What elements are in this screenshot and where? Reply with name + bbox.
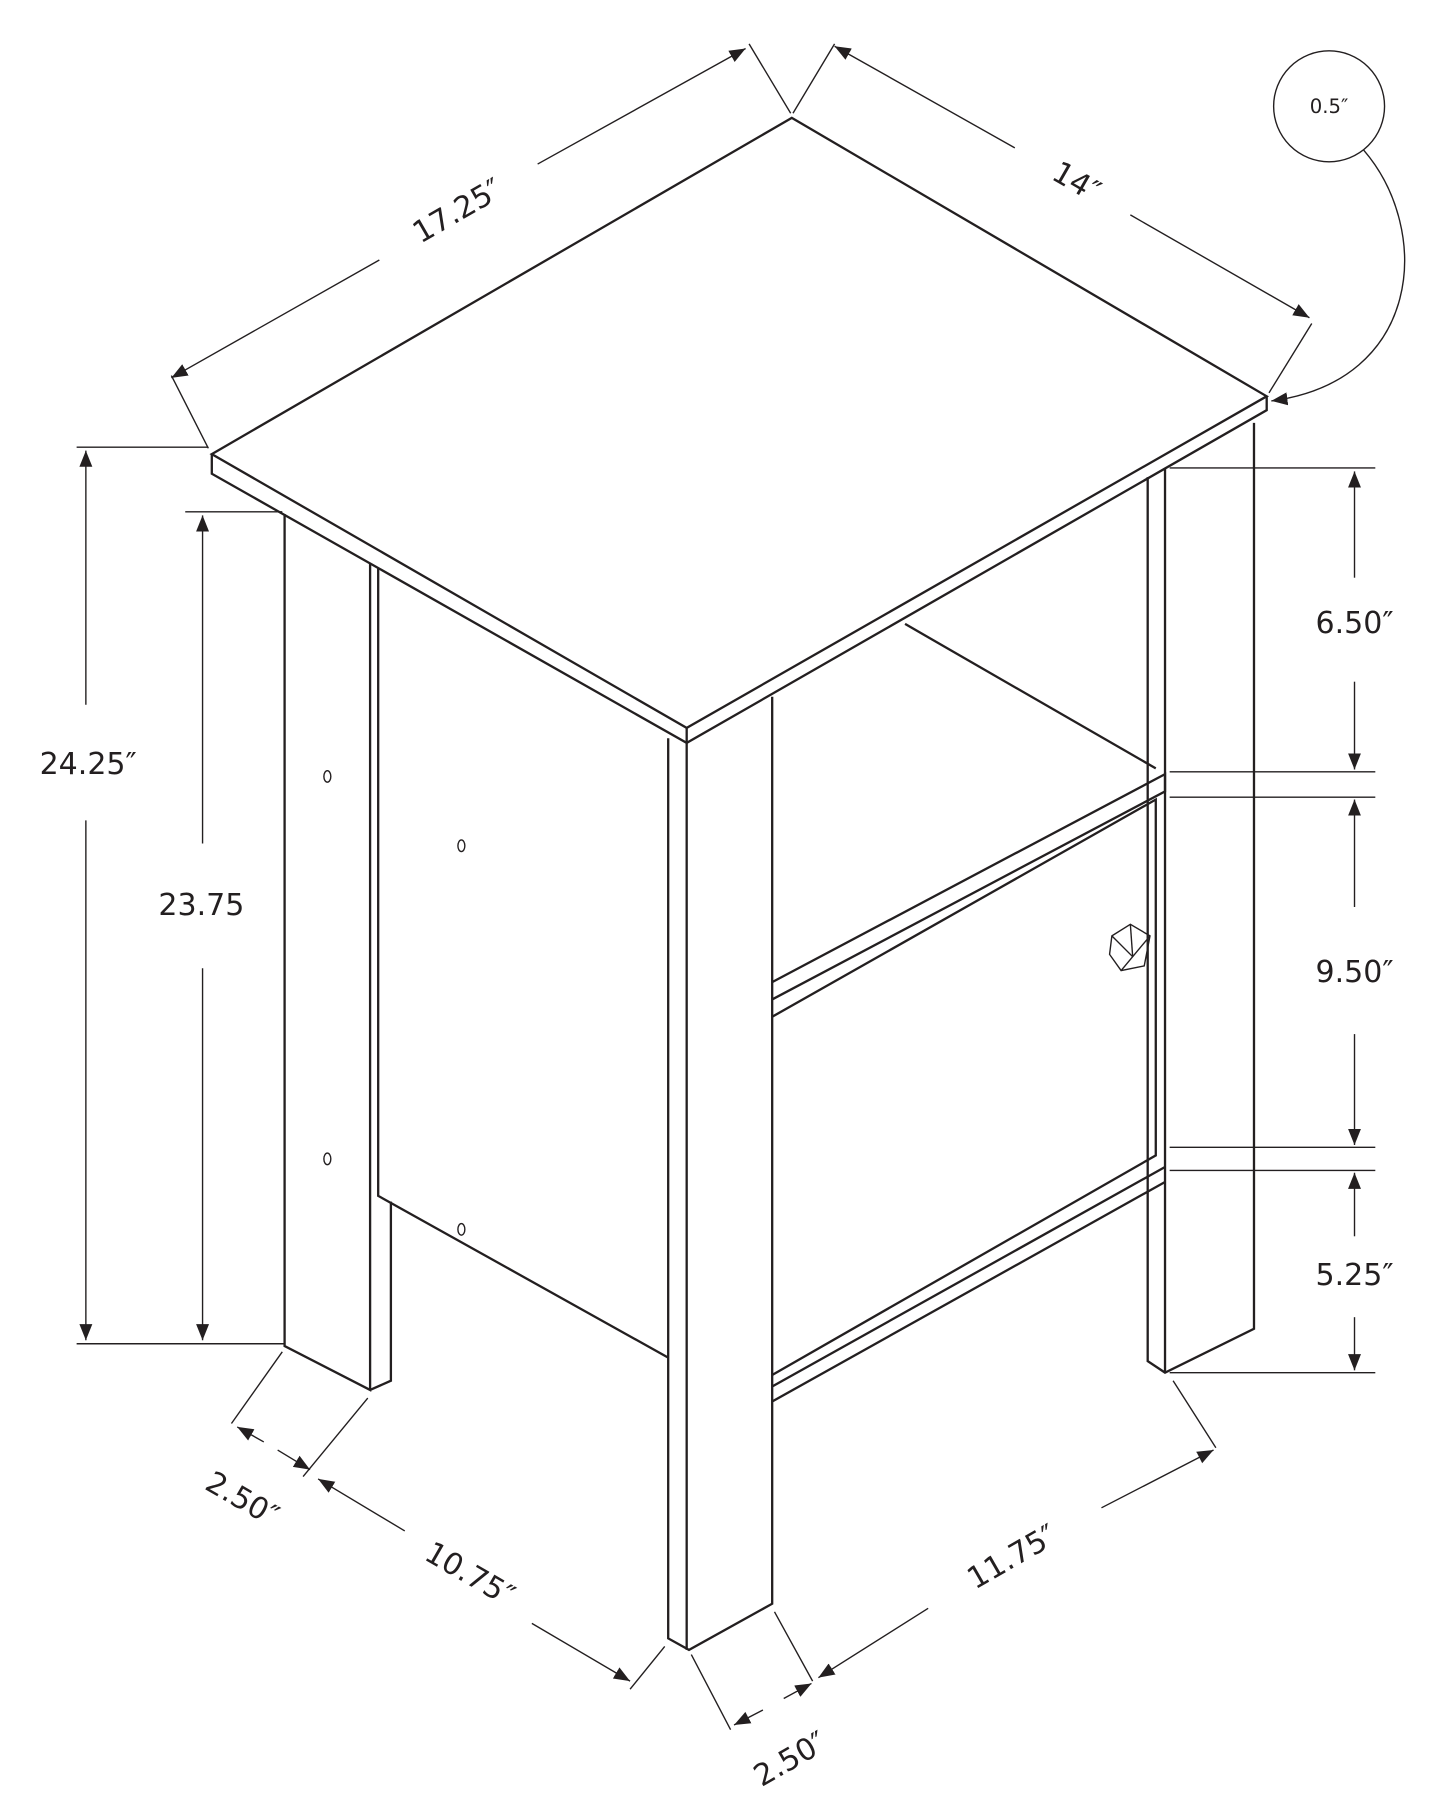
bottom-rail [771, 1165, 1166, 1403]
label-upper-opening: 6.50″ [1315, 606, 1393, 641]
shelf [771, 622, 1167, 1001]
label-door-height: 9.50″ [1315, 955, 1393, 990]
label-bottom-clearance: 5.25″ [1315, 1258, 1393, 1293]
label-leg-width-left: 2.50″ [199, 1465, 284, 1534]
label-front-span: 11.75″ [962, 1518, 1064, 1597]
label-side-span: 10.75″ [419, 1535, 521, 1614]
door [771, 797, 1157, 1376]
label-top-depth: 17.25″ [407, 172, 509, 251]
label-leg-width-front: 2.50″ [748, 1725, 833, 1794]
label-leg-height: 23.75 [158, 888, 244, 923]
label-overall-height: 24.25″ [40, 747, 137, 782]
thickness-callout-circle [1272, 50, 1386, 163]
back-right-leg [1146, 422, 1256, 1374]
back-left-leg [283, 514, 372, 1392]
side-panel [369, 568, 669, 1392]
dimension-lines [76, 43, 1406, 1730]
label-top-thickness: 0.5″ [1310, 95, 1349, 118]
front-leg [667, 696, 774, 1652]
label-top-width: 14″ [1046, 155, 1106, 210]
knob-icon [1108, 923, 1151, 972]
